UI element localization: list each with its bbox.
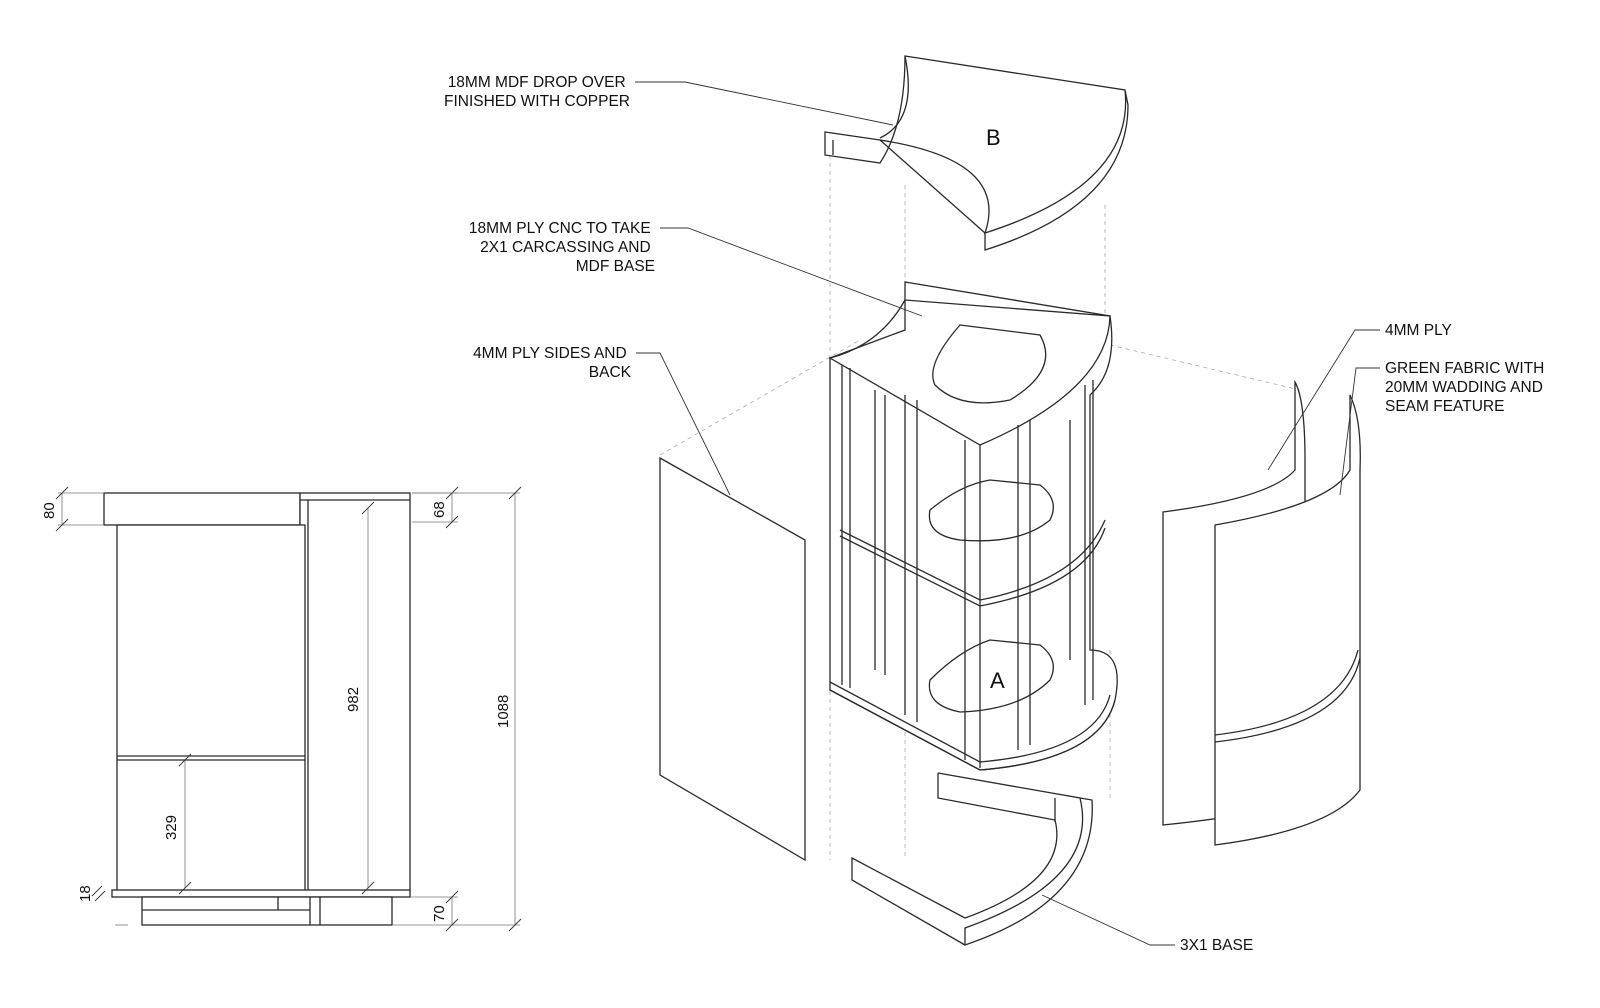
carcass-frame-a: A (828, 281, 1118, 771)
callout-top-mdf: 18MM MDF DROP OVER FINISHED WITH COPPER (444, 74, 894, 126)
elevation-right-column (299, 492, 411, 892)
carcass-uprights (841, 365, 1094, 768)
part-marker-a: A (990, 668, 1005, 693)
dimension-label: 1088 (495, 695, 512, 728)
callout-text: 4MM PLY SIDES AND BACK (473, 345, 632, 381)
elevation-plinth (141, 896, 393, 926)
dimension-label: 70 (431, 905, 448, 922)
base-3x1 (851, 772, 1093, 946)
right-fabric-panel (1214, 394, 1361, 846)
dimension-80: 80 (41, 486, 104, 532)
callout-text: 18MM PLY CNC TO TAKE 2X1 CARCASSING AND … (469, 220, 655, 275)
elevation-body (116, 524, 306, 892)
dimension-982: 982 (345, 501, 375, 895)
dimension-329: 329 (163, 753, 192, 895)
part-marker-b: B (986, 125, 1001, 150)
dimension-label: 329 (163, 815, 180, 840)
dimension-70: 70 (410, 890, 459, 932)
callout-text: 18MM MDF DROP OVER FINISHED WITH COPPER (444, 74, 630, 110)
callout-4mm-ply: 4MM PLY (1267, 322, 1452, 471)
dimension-label: 982 (345, 687, 362, 712)
side-elevation: 80 68 982 329 1088 (41, 486, 522, 932)
callout-fabric: GREEN FABRIC WITH 20MM WADDING AND SEAM … (1339, 360, 1549, 496)
callout-base: 3X1 BASE (1041, 894, 1253, 954)
callout-text: GREEN FABRIC WITH 20MM WADDING AND SEAM … (1385, 360, 1549, 415)
dimension-label: 80 (41, 502, 58, 519)
dimension-1088: 1088 (392, 486, 522, 932)
left-ply-panel (659, 456, 806, 862)
callout-text: 3X1 BASE (1180, 937, 1253, 954)
dimension-18: 18 (77, 885, 106, 902)
elevation-top-cap (103, 492, 301, 526)
dimension-label: 18 (77, 885, 94, 902)
dimension-label: 68 (431, 501, 448, 518)
callout-ply-cnc: 18MM PLY CNC TO TAKE 2X1 CARCASSING AND … (469, 220, 923, 317)
callout-text: 4MM PLY (1385, 322, 1452, 339)
callout-ply-sides: 4MM PLY SIDES AND BACK (473, 345, 731, 496)
top-mdf-piece-b: B (824, 55, 1129, 251)
